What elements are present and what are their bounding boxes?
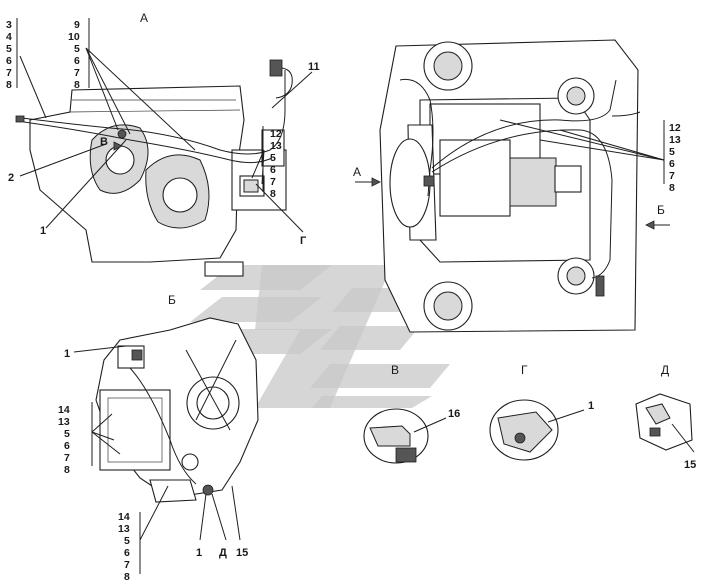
callout-d-marker: Д (219, 547, 227, 559)
callout-stack-top-left-1: 3 4 5 6 7 8 (6, 19, 12, 91)
callout-15-view-b: 15 (236, 547, 248, 559)
svg-text:6: 6 (74, 55, 80, 67)
view-title-v: В (391, 363, 399, 377)
callout-stack-top-left-2: 9 10 5 6 7 8 (68, 19, 80, 91)
callout-v-marker: В (100, 136, 108, 148)
svg-text:9: 9 (74, 19, 80, 31)
callout-stack-view-b-2: 14 13 5 6 7 8 (118, 511, 130, 582)
callout-2: 2 (8, 172, 14, 184)
svg-text:6: 6 (669, 158, 675, 170)
svg-text:5: 5 (74, 43, 80, 55)
svg-text:7: 7 (124, 559, 130, 571)
callout-16-view-v: 16 (448, 408, 460, 420)
view-title-g: Г (521, 363, 528, 377)
svg-text:8: 8 (64, 464, 70, 476)
svg-text:5: 5 (669, 146, 675, 158)
callout-stack-view-b-1: 14 13 5 6 7 8 (58, 404, 70, 476)
callout-stack-top-right: 12 13 5 6 7 8 (669, 122, 681, 194)
svg-text:8: 8 (74, 79, 80, 91)
top-right-view (379, 39, 641, 333)
svg-text:8: 8 (6, 79, 12, 91)
view-title-b: Б (168, 293, 176, 307)
svg-text:10: 10 (68, 31, 80, 43)
top-right-leaders (355, 119, 670, 230)
svg-text:3: 3 (6, 19, 12, 31)
view-b (73, 317, 259, 574)
svg-text:5: 5 (64, 428, 70, 440)
svg-text:5: 5 (124, 535, 130, 547)
arrow-label-a: А (353, 165, 361, 179)
svg-text:8: 8 (669, 182, 675, 194)
svg-text:5: 5 (270, 152, 276, 164)
svg-text:14: 14 (118, 511, 130, 523)
svg-text:8: 8 (270, 188, 276, 200)
svg-text:13: 13 (270, 140, 282, 152)
svg-text:7: 7 (64, 452, 70, 464)
view-title-d: Д (661, 363, 669, 377)
svg-text:5: 5 (6, 43, 12, 55)
svg-text:7: 7 (270, 176, 276, 188)
svg-text:7: 7 (74, 67, 80, 79)
callout-g-marker: Г (300, 235, 307, 247)
svg-text:13: 13 (118, 523, 130, 535)
svg-text:6: 6 (124, 547, 130, 559)
svg-text:12: 12 (669, 122, 681, 134)
arrow-label-b: Б (657, 203, 665, 217)
svg-text:4: 4 (6, 31, 12, 43)
callout-1-view-b-bottom: 1 (196, 547, 202, 559)
callout-1-view-b: 1 (64, 348, 70, 360)
svg-text:14: 14 (58, 404, 70, 416)
svg-text:7: 7 (6, 67, 12, 79)
svg-text:6: 6 (270, 164, 276, 176)
view-g (489, 399, 585, 461)
svg-text:13: 13 (669, 134, 681, 146)
top-left-view (15, 59, 293, 277)
svg-text:6: 6 (64, 440, 70, 452)
svg-text:12: 12 (270, 128, 282, 140)
svg-text:6: 6 (6, 55, 12, 67)
svg-text:7: 7 (669, 170, 675, 182)
svg-text:8: 8 (124, 571, 130, 582)
callout-1-top-left: 1 (40, 225, 46, 237)
view-d (635, 393, 695, 453)
top-left-leaders (16, 18, 313, 233)
callout-stack-top-left-3: 12 13 5 6 7 8 (270, 128, 282, 200)
callout-11: 11 (308, 61, 320, 73)
svg-text:13: 13 (58, 416, 70, 428)
view-v (363, 408, 447, 464)
callout-1-view-g: 1 (588, 400, 594, 412)
callout-15-view-d: 15 (684, 459, 696, 471)
view-title-a: А (140, 11, 148, 25)
